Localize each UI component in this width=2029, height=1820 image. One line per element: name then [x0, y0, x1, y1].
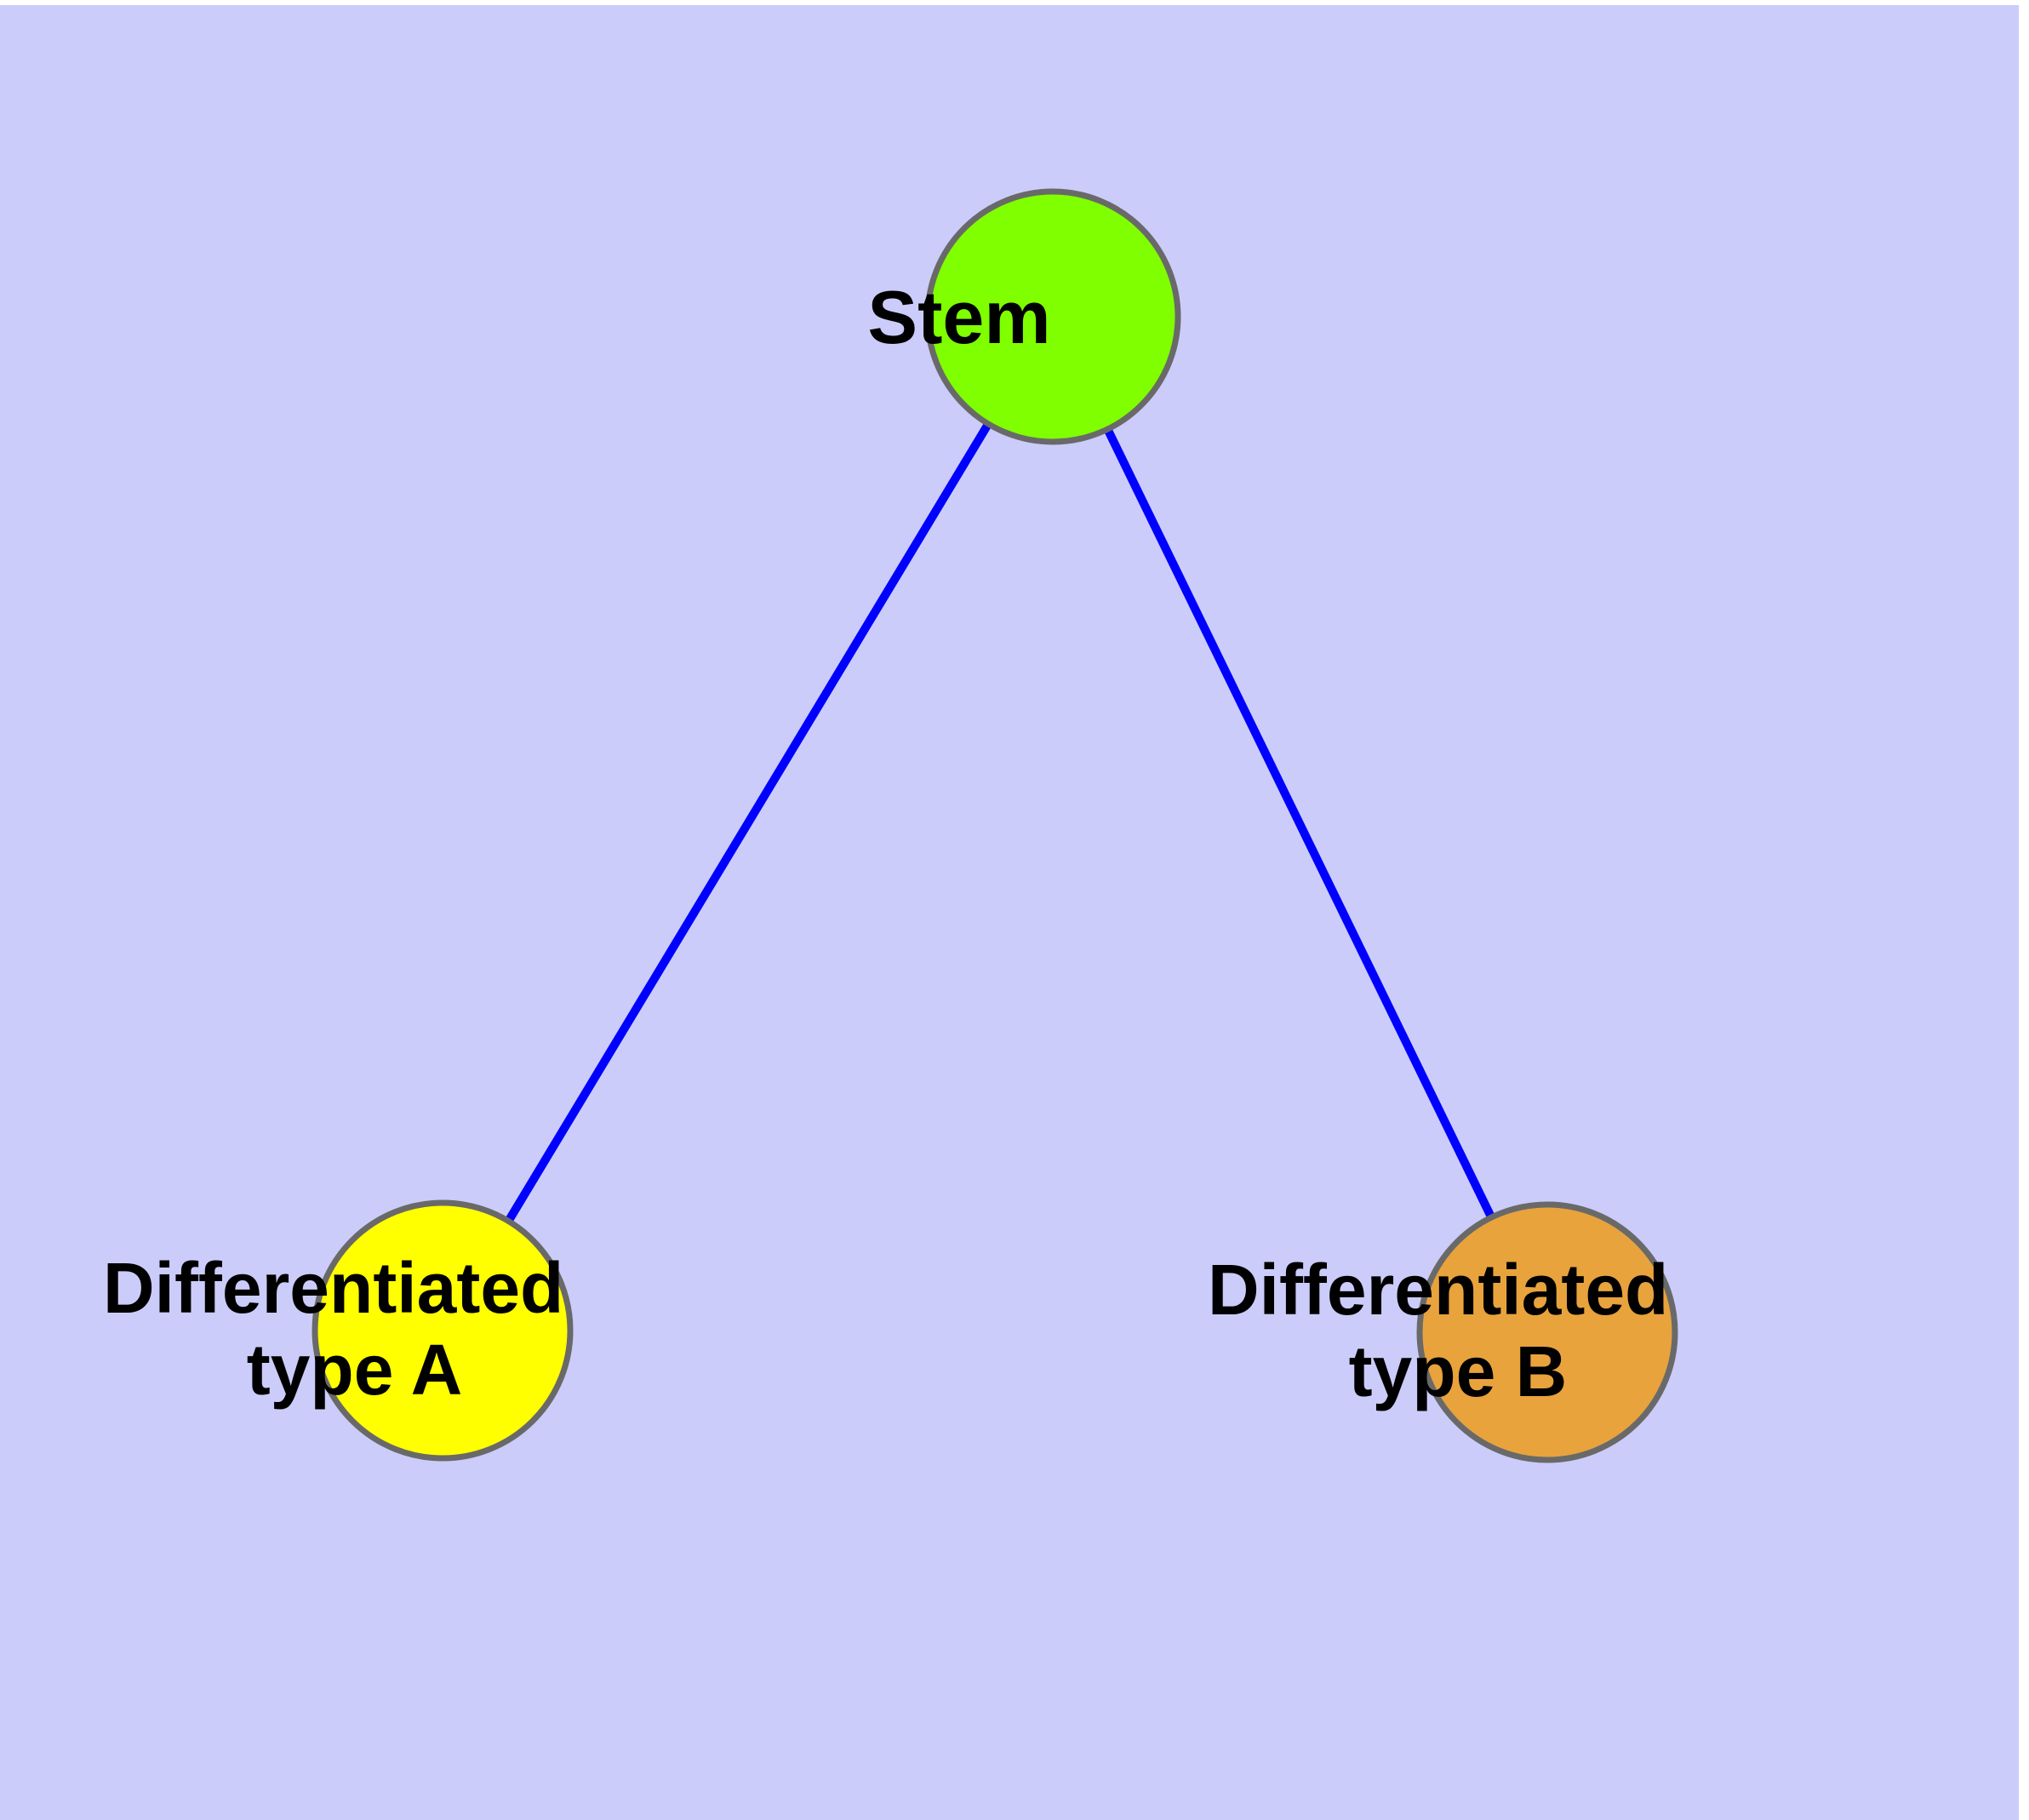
- node-stem-circle[interactable]: [924, 188, 1181, 445]
- node-stem[interactable]: Stem: [867, 188, 1237, 445]
- node-differentiated-type-a-label: Differentiated type A: [103, 1248, 782, 1410]
- node-layer: Stem Differentiated type A Differentiate…: [103, 188, 1887, 1463]
- node-differentiated-type-b-label: Differentiated type B: [1208, 1250, 1887, 1411]
- edge-stem-to-differentiated-type-a[interactable]: [438, 314, 1057, 1333]
- node-differentiated-type-b[interactable]: Differentiated type B: [1208, 1201, 1887, 1463]
- edge-stem-to-differentiated-type-b[interactable]: [1049, 314, 1552, 1335]
- node-differentiated-type-b-circle[interactable]: [1416, 1201, 1678, 1463]
- node-differentiated-type-a[interactable]: Differentiated type A: [103, 1199, 782, 1462]
- node-differentiated-type-a-circle[interactable]: [311, 1199, 574, 1462]
- node-stem-label: Stem: [867, 275, 1237, 359]
- edge-layer: [438, 314, 1552, 1335]
